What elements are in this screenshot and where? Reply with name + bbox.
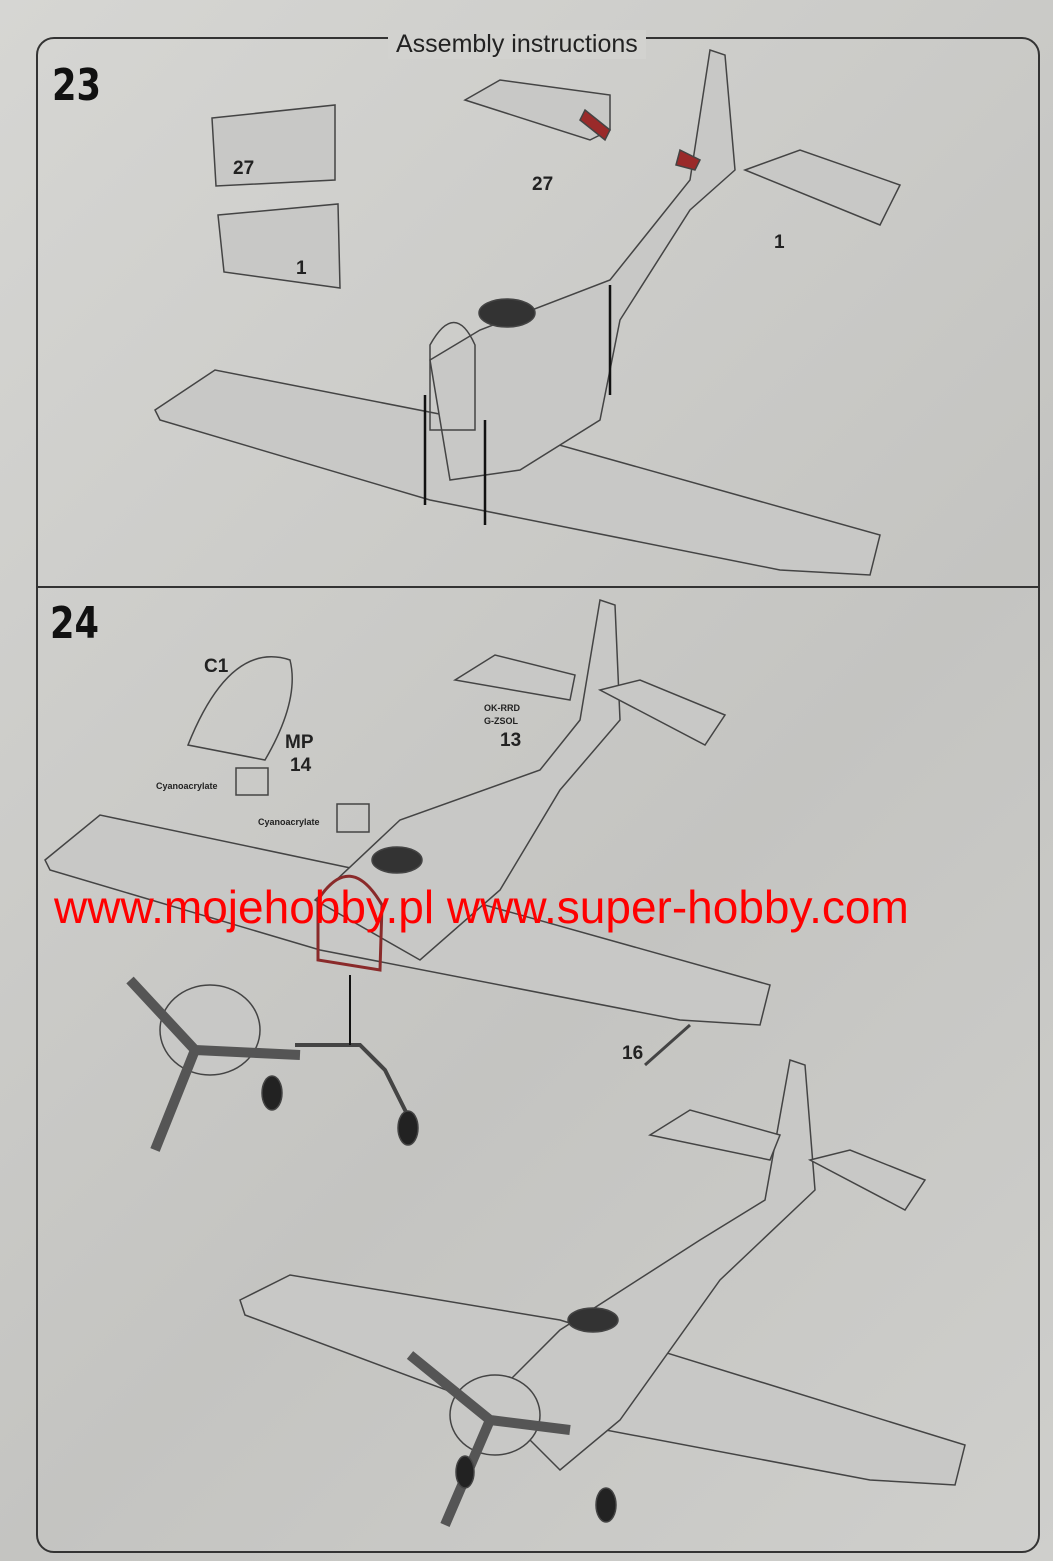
part-label: 13 xyxy=(500,730,522,751)
decal-label: OK-RRD xyxy=(484,703,520,713)
part-label: C1 xyxy=(204,656,229,677)
part-label: MP xyxy=(285,732,314,753)
step23-stabilizer-detail-bottom xyxy=(217,203,341,289)
step23-airplane xyxy=(154,49,902,576)
part-label: 1 xyxy=(774,232,785,253)
step23-stabilizer-detail-top xyxy=(211,104,336,187)
part-label: 16 xyxy=(622,1043,644,1064)
decal-label: G-ZSOL xyxy=(484,716,518,726)
glue-label: Cyanoacrylate xyxy=(258,817,320,827)
part-label: 14 xyxy=(290,755,312,776)
part-label: 27 xyxy=(532,174,554,195)
page-title: Assembly instructions xyxy=(388,30,646,59)
step-number-24: 24 xyxy=(50,598,99,649)
part-label: 1 xyxy=(296,258,307,279)
part-label: 27 xyxy=(233,158,255,179)
watermark: www.mojehobby.pl www.super-hobby.com xyxy=(54,881,909,933)
step24-airplane-exploded xyxy=(44,599,771,1152)
step-divider xyxy=(36,586,1038,588)
glue-label: Cyanoacrylate xyxy=(156,781,218,791)
step-number-23: 23 xyxy=(52,60,101,111)
step24-canopy-part xyxy=(186,656,370,833)
step24-airplane-completed xyxy=(239,1059,966,1527)
